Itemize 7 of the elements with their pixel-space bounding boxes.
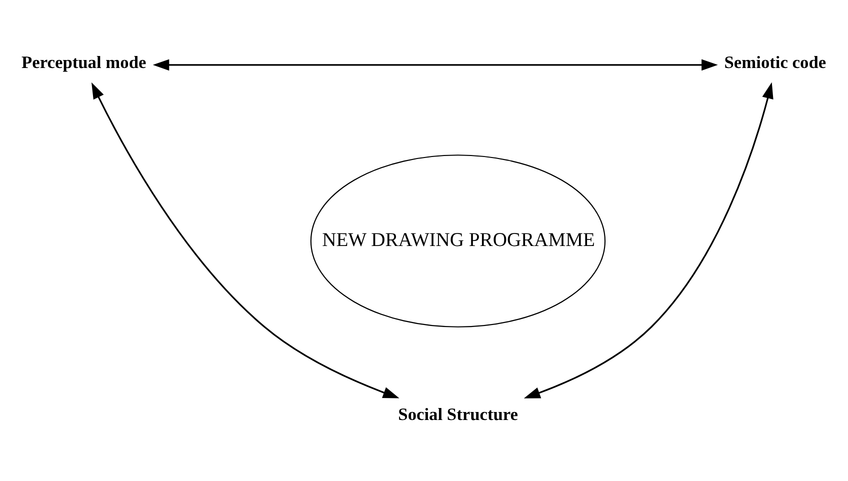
node-text: Social Structure bbox=[398, 404, 518, 424]
node-text: Semiotic code bbox=[724, 52, 826, 72]
node-text: Perceptual mode bbox=[22, 52, 146, 72]
arrow bbox=[524, 82, 774, 398]
arrow bbox=[152, 58, 718, 70]
node-ellipse: NEW DRAWING PROGRAMME bbox=[310, 154, 606, 327]
arrow bbox=[91, 82, 400, 398]
